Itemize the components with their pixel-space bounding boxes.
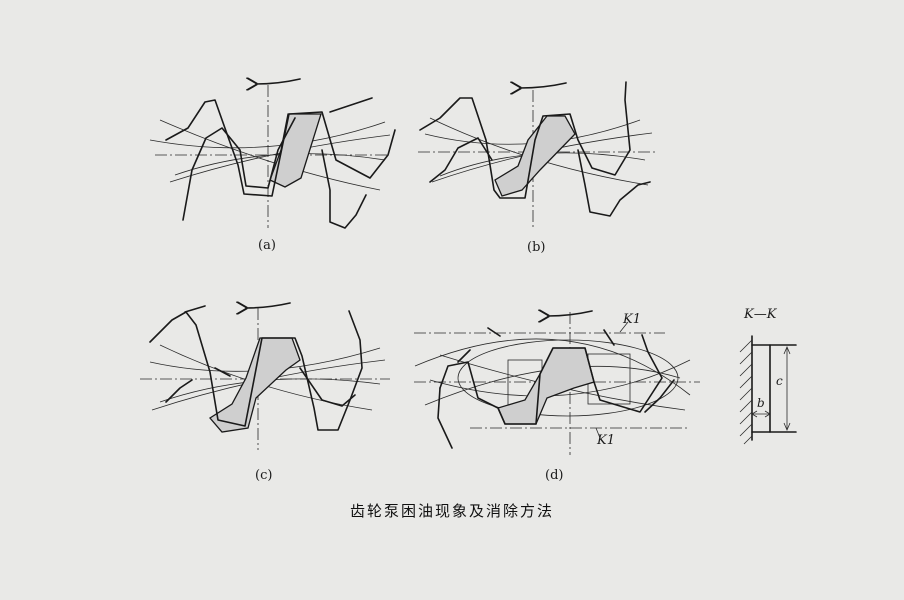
label-section-kk: K—K <box>744 307 777 322</box>
label-k1-top: K1 <box>623 312 641 327</box>
section-kk <box>739 335 797 445</box>
label-d: (d) <box>545 468 564 483</box>
upper-gear-teeth <box>165 99 396 197</box>
lower-gear-teeth <box>182 117 367 229</box>
rotation-arrow-icon <box>520 83 567 88</box>
panel-d <box>414 311 700 455</box>
upper-gear-teeth <box>439 334 663 425</box>
label-a: (a) <box>258 238 276 253</box>
rotation-arrow-icon <box>256 79 301 84</box>
panel-c <box>140 303 390 450</box>
label-k1-bottom: K1 <box>597 433 615 448</box>
rotation-arrow-icon <box>246 303 291 308</box>
label-dim-b: b <box>757 396 765 410</box>
trapped-oil-region <box>494 115 576 197</box>
lower-gear-teeth <box>165 367 356 407</box>
upper-gear-teeth <box>149 310 363 431</box>
figure-caption: 齿轮泵困油现象及消除方法 <box>349 502 554 520</box>
trapped-oil-region <box>209 337 301 433</box>
panel-b <box>418 81 655 228</box>
label-c: (c) <box>255 468 273 483</box>
wall-hatching <box>739 339 753 445</box>
lower-gear-teeth <box>437 327 675 449</box>
label-dim-c: c <box>776 374 783 388</box>
upper-gear-teeth <box>419 81 631 199</box>
lower-gear-teeth <box>429 137 651 217</box>
trapped-oil-region <box>497 347 595 425</box>
relief-groove-right <box>587 353 631 405</box>
panel-a <box>149 79 396 229</box>
label-b: (b) <box>527 240 546 255</box>
